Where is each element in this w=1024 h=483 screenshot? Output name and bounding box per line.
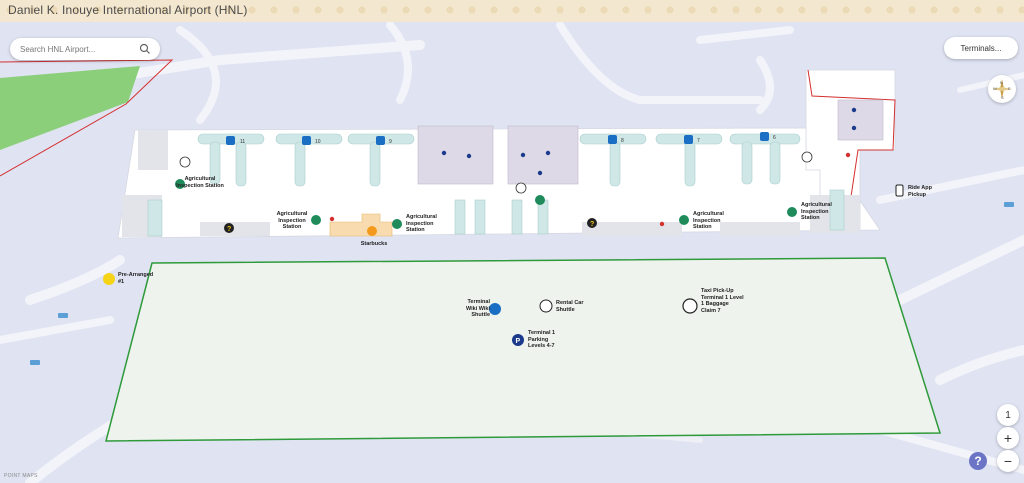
- gate-8-label: 8: [621, 138, 624, 144]
- agricultural-inspection-icon: [679, 215, 689, 225]
- baggage-cart-icon: [515, 182, 527, 194]
- rental-car-icon: [539, 299, 553, 313]
- poi-icons[interactable]: ? ? P: [30, 151, 1014, 365]
- ride-app-icon: [895, 184, 904, 197]
- svg-text:S: S: [1001, 95, 1004, 100]
- central-core: [417, 99, 884, 185]
- baggage-cart-icon: [801, 151, 813, 163]
- poi-label-pre-arranged: Pre-Arranged #1: [118, 272, 154, 285]
- zoom-out-button[interactable]: −: [997, 450, 1019, 472]
- poi-label-ag-2: Agricultural Inspection Station: [276, 211, 308, 230]
- page-title: Daniel K. Inouye International Airport (…: [8, 3, 248, 17]
- gate-11-label: 11: [240, 139, 245, 145]
- gate-10-label: 10: [315, 139, 321, 145]
- parking-icon: [512, 334, 524, 346]
- gate-9-label: 9: [389, 139, 392, 145]
- agricultural-inspection-icon: [175, 179, 185, 189]
- svg-text:N: N: [1000, 80, 1003, 85]
- gate-6-label: 6: [773, 135, 776, 141]
- header-bar: Daniel K. Inouye International Airport (…: [0, 0, 1024, 22]
- branding-logo: POINT MAPS: [4, 473, 38, 479]
- svg-text:?: ?: [227, 226, 231, 233]
- terminals-button[interactable]: Terminals...: [944, 37, 1018, 59]
- agricultural-inspection-icon: [311, 215, 321, 225]
- help-desk-icon: [587, 218, 597, 228]
- boundary-line-east: [807, 69, 896, 231]
- gate-badges: 11 10 9 8 7 6: [226, 132, 776, 145]
- svg-text:E: E: [1008, 86, 1011, 91]
- poi-label-ag-4: Agricultural Inspection Station: [693, 211, 724, 230]
- agricultural-inspection-icon: [392, 219, 402, 229]
- taxi-icon: [682, 298, 698, 314]
- parking-lot[interactable]: [105, 257, 942, 442]
- pre-arranged-icon: [103, 273, 115, 285]
- help-button[interactable]: ?: [969, 452, 987, 470]
- poi-label-ag-1: Agricultural Inspection Station: [176, 176, 224, 189]
- zoom-in-button[interactable]: +: [997, 427, 1019, 449]
- level-button[interactable]: 1: [997, 404, 1019, 426]
- svg-text:?: ?: [590, 221, 594, 228]
- road-sign-icon: [30, 360, 40, 365]
- poi-label-wiki-wiki: Terminal Wiki Wiki Shuttle: [465, 299, 490, 318]
- agricultural-inspection-icon: [535, 195, 545, 205]
- agricultural-inspection-icon: [787, 207, 797, 217]
- poi-label-ag-5: Agricultural Inspection Station: [801, 202, 832, 221]
- svg-text:W: W: [993, 86, 997, 91]
- poi-label-taxi: Taxi Pick-Up Terminal 1 Level 1 Baggage …: [701, 288, 744, 314]
- help-desk-icon: [224, 223, 234, 233]
- airport-map[interactable]: 11 10 9 8 7 6 ? ? P: [0, 22, 1024, 483]
- shuttle-icon: [489, 303, 501, 315]
- road-sign-icon: [58, 313, 68, 318]
- poi-label-starbucks: Starbucks: [360, 241, 388, 247]
- search-icon[interactable]: [138, 42, 152, 56]
- grass-area: [0, 66, 140, 150]
- gate-7-label: 7: [697, 138, 700, 144]
- search-input[interactable]: Search HNL Airport...: [20, 44, 96, 54]
- starbucks-icon: [367, 226, 377, 236]
- poi-label-ag-3: Agricultural Inspection Station: [406, 214, 437, 233]
- svg-text:P: P: [516, 338, 521, 345]
- map-dots: [329, 107, 857, 227]
- baggage-cart-icon: [179, 156, 191, 168]
- search-bar[interactable]: Search HNL Airport...: [10, 38, 160, 60]
- poi-label-parking: Terminal 1 Parking Levels 4-7: [528, 330, 556, 349]
- poi-label-rental-car: Rental Car Shuttle: [556, 300, 584, 313]
- compass-icon[interactable]: N E W S: [988, 75, 1016, 103]
- boundary-line: [0, 59, 174, 177]
- road-sign-icon: [1004, 202, 1014, 207]
- poi-label-ride-app: Ride App Pickup: [908, 185, 932, 198]
